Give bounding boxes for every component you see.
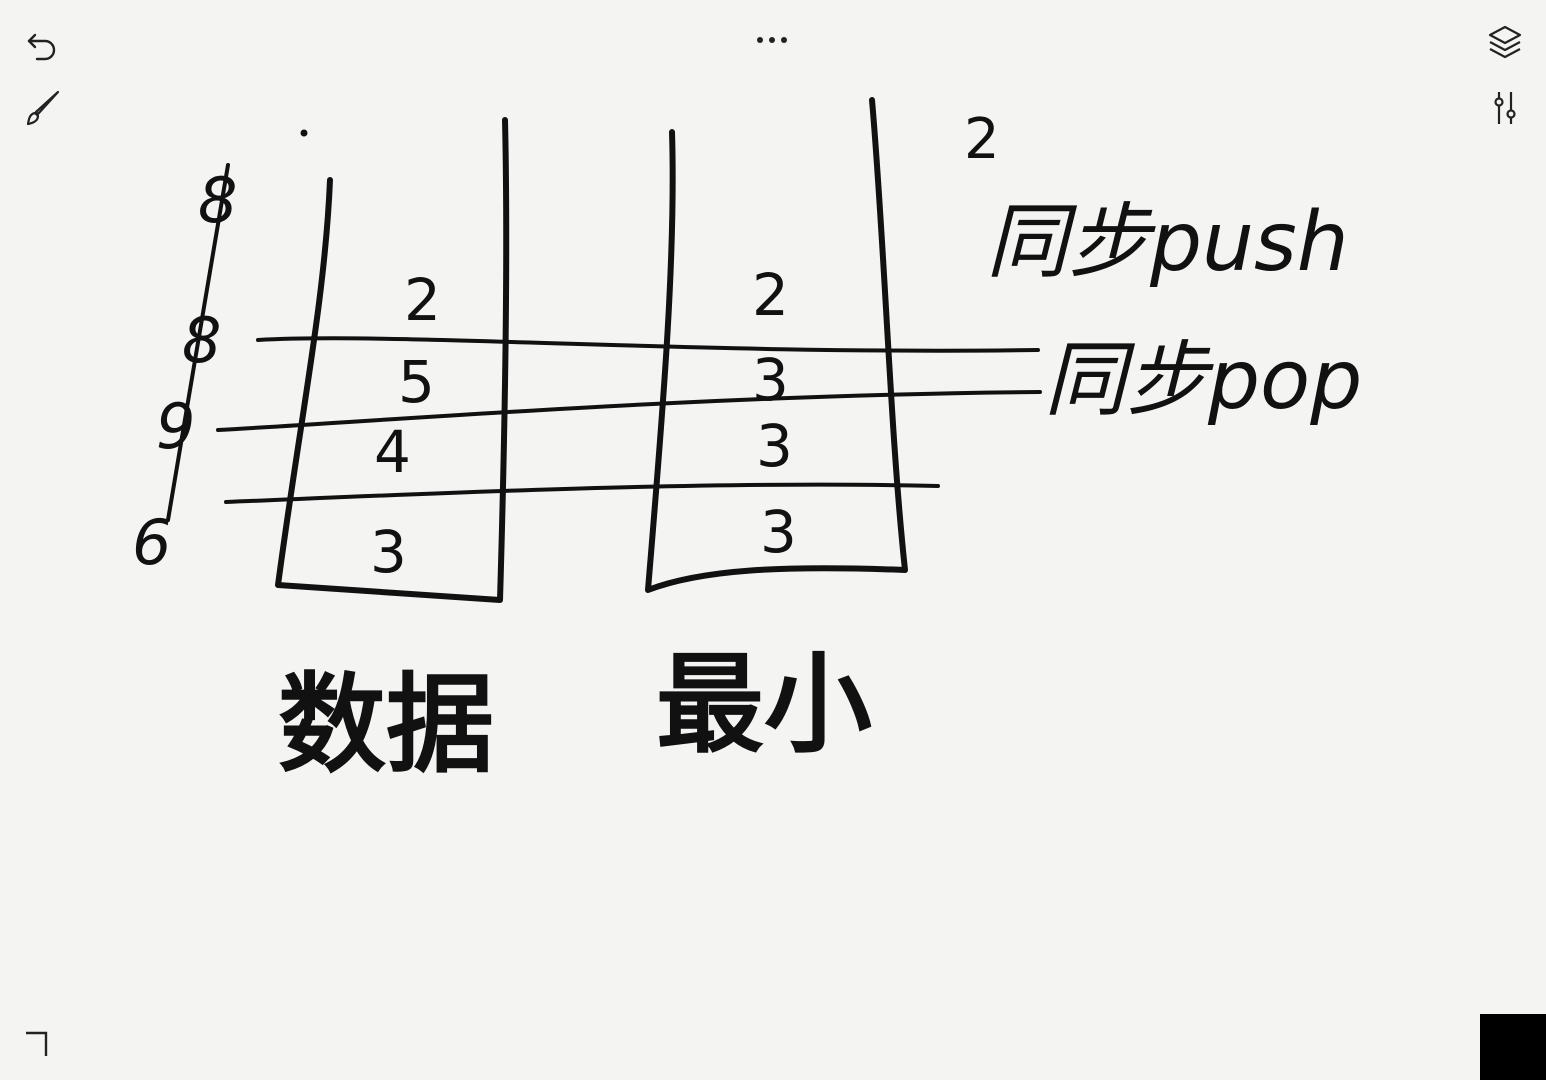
- min-value-3: 3: [756, 412, 793, 480]
- min-value-1: 2: [752, 261, 789, 329]
- more-dots-icon: [757, 37, 787, 43]
- left-label-3: 9: [156, 390, 195, 463]
- brush-icon: [26, 90, 60, 126]
- min-stack-caption: 最小: [656, 643, 872, 768]
- data-stack-values: 2 5 4 3: [370, 266, 441, 586]
- sync-line-2: [216, 390, 1042, 432]
- push-note: 同步push: [986, 195, 1349, 290]
- data-value-1: 2: [404, 266, 441, 334]
- layers-icon: [1488, 25, 1522, 59]
- left-label-4: 6: [132, 506, 171, 579]
- left-label-1: 8: [198, 164, 237, 237]
- min-value-2: 3: [752, 346, 789, 414]
- adjustments-button[interactable]: [1481, 84, 1529, 132]
- min-stack-outline: [645, 97, 908, 593]
- data-stack-caption: 数据: [278, 663, 494, 788]
- corner-block: [1480, 1014, 1546, 1080]
- undo-arrow-icon: [27, 33, 56, 61]
- brush-button[interactable]: [18, 84, 66, 132]
- min-stack-values: 2 3 3 3: [752, 261, 797, 566]
- sync-line-3: [224, 482, 940, 504]
- data-stack-outline: [275, 117, 510, 603]
- layers-button[interactable]: [1481, 18, 1529, 66]
- pop-note: 同步pop: [1044, 333, 1362, 428]
- top-note: 2: [964, 107, 1000, 172]
- right-notes: 2 同步push 同步pop: [964, 107, 1362, 428]
- crop-corner-icon[interactable]: [24, 1030, 50, 1058]
- strike-line: [166, 163, 230, 522]
- left-labels: 8 8 9 6: [132, 164, 237, 579]
- sliders-icon: [1494, 92, 1516, 124]
- data-value-3: 4: [374, 418, 411, 486]
- ink-dot: [300, 129, 308, 137]
- undo-button[interactable]: [18, 20, 66, 68]
- data-value-4: 3: [370, 518, 407, 586]
- left-label-2: 8: [182, 304, 221, 377]
- sync-line-1: [256, 336, 1040, 353]
- more-button[interactable]: [748, 16, 796, 64]
- min-value-4: 3: [760, 498, 797, 566]
- data-value-2: 5: [398, 348, 435, 416]
- captions: 数据 最小: [278, 643, 872, 788]
